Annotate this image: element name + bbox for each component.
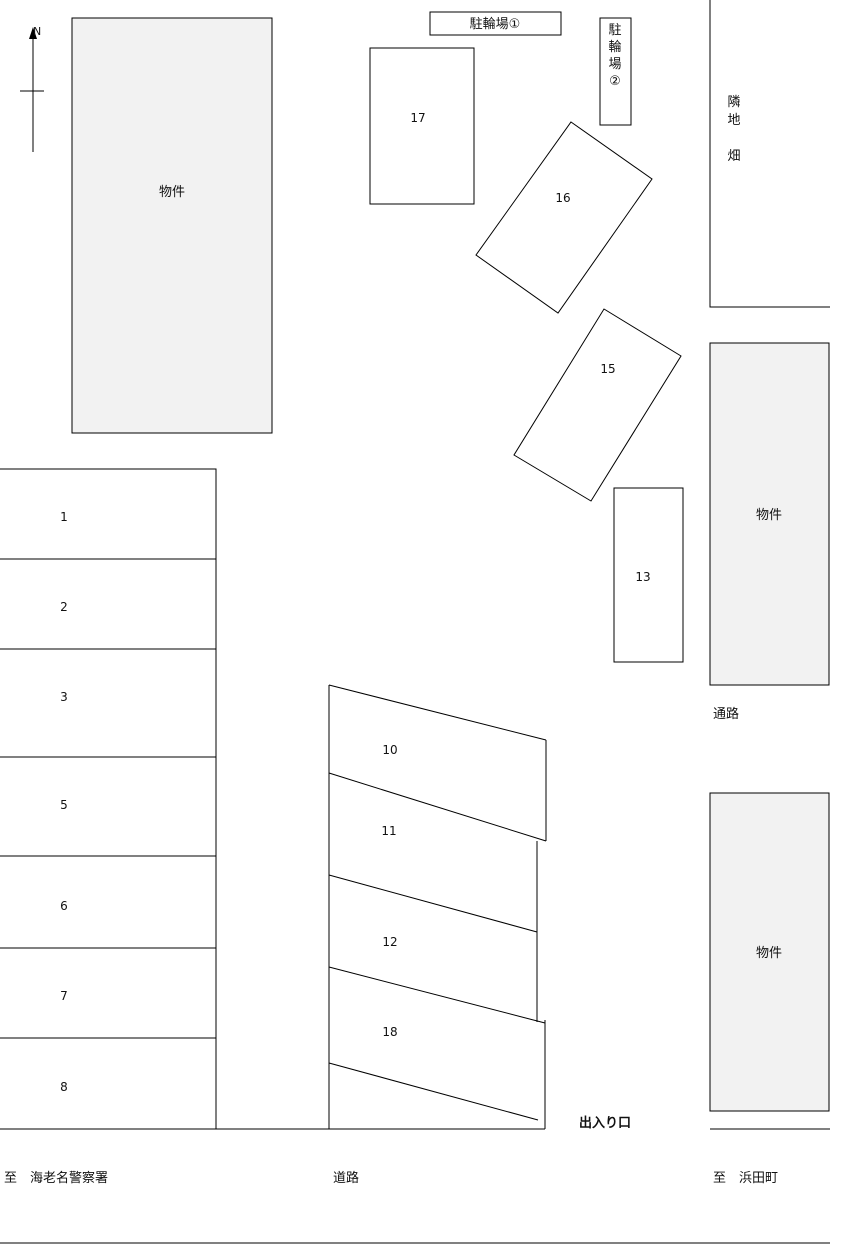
slanted-parking-block: 10 11 12 18 — [328, 684, 547, 1129]
bicycle-parking-2-char-3: 場 — [608, 57, 621, 72]
parking-space-12-label: 12 — [382, 935, 397, 949]
parking-space-15-label: 15 — [600, 362, 615, 376]
parking-space-5-label: 5 — [60, 798, 68, 812]
building-east-lower — [709, 792, 830, 1112]
parking-space-16 — [475, 121, 653, 314]
parking-space-15 — [513, 308, 682, 502]
compass-arrow-icon — [29, 27, 37, 39]
road-label: 道路 — [333, 1170, 359, 1186]
west-row-outline — [0, 468, 217, 1129]
passage-label: 通路 — [713, 706, 739, 722]
bicycle-parking-1-label: 駐輪場① — [470, 16, 521, 32]
neighbor-land-border — [709, 0, 830, 308]
parking-space-1-label: 1 — [60, 510, 68, 524]
parking-space-17-label: 17 — [410, 111, 425, 125]
neighbor-char-1: 隣 — [727, 94, 740, 110]
building-east-upper — [709, 342, 830, 686]
parking-space-7-label: 7 — [60, 989, 68, 1003]
parking-space-17 — [369, 47, 475, 205]
bicycle-parking-2-char-4: ② — [609, 74, 621, 89]
bicycle-parking-2 — [599, 17, 632, 126]
building-main — [71, 17, 273, 434]
parking-space-2-label: 2 — [60, 600, 68, 614]
slanted-line-bottom — [328, 1062, 539, 1121]
slanted-line-11-12 — [328, 874, 538, 933]
road-direction-west: 至 海老名警察署 — [4, 1170, 108, 1186]
parking-space-3-label: 3 — [60, 690, 68, 704]
neighbor-char-2: 地 — [727, 113, 740, 128]
parking-space-6-label: 6 — [60, 899, 68, 913]
parking-space-11-label: 11 — [381, 824, 396, 838]
parking-space-18-label: 18 — [382, 1025, 397, 1039]
building-main-label: 物件 — [159, 185, 185, 200]
parking-space-16-label: 16 — [555, 191, 570, 205]
bicycle-parking-2-char-1: 駐 — [608, 23, 621, 38]
slanted-line-12-18 — [328, 966, 546, 1024]
bicycle-parking-1 — [429, 11, 562, 36]
parking-space-10-label: 10 — [382, 743, 397, 757]
entrance-label: 出入り口 — [579, 1115, 631, 1131]
building-east-lower-label: 物件 — [756, 946, 782, 961]
parking-space-13 — [613, 487, 684, 663]
building-east-upper-label: 物件 — [756, 508, 782, 523]
parking-space-8-label: 8 — [60, 1080, 68, 1094]
slanted-line-10-11 — [328, 772, 547, 842]
compass-label: N — [33, 25, 41, 38]
parking-space-13-label: 13 — [635, 570, 650, 584]
west-parking-row: 1 2 3 5 6 7 8 — [0, 468, 217, 1129]
road-direction-east: 至 浜田町 — [713, 1171, 778, 1186]
neighbor-char-3: 畑 — [727, 149, 740, 164]
bicycle-parking-2-char-2: 輪 — [608, 39, 621, 55]
north-compass: N — [20, 25, 44, 152]
slanted-line-top — [328, 684, 547, 741]
